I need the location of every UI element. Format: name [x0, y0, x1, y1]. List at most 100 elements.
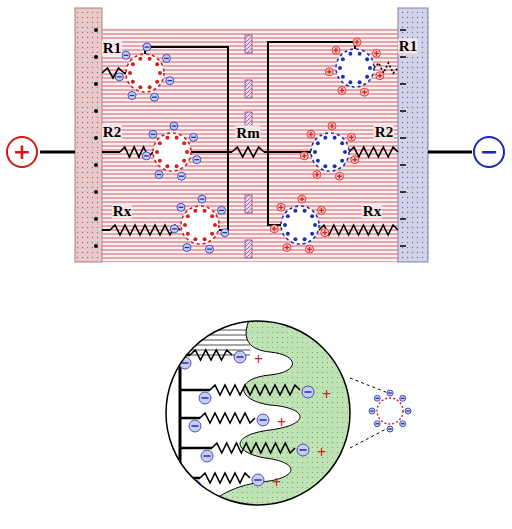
ion	[405, 408, 411, 414]
ion	[193, 156, 201, 164]
surface-charge	[128, 71, 132, 75]
ion	[177, 172, 185, 180]
surface-charge	[286, 214, 290, 218]
surface-charge	[323, 136, 327, 140]
ion	[252, 474, 264, 486]
ion	[313, 171, 321, 179]
surface-charge	[293, 209, 297, 213]
ion	[177, 203, 185, 211]
terminal-sign: +	[13, 141, 31, 163]
surface-charge	[158, 141, 162, 145]
ion	[374, 421, 380, 427]
terminal-sign: −	[480, 141, 498, 163]
ion	[128, 92, 136, 100]
ion-sign	[356, 40, 357, 45]
ion-sign	[167, 80, 172, 81]
ion-sign	[310, 132, 311, 137]
surface-charge	[283, 223, 287, 227]
surface-charge	[348, 80, 352, 84]
ion	[387, 390, 393, 396]
surface-charge	[365, 75, 369, 79]
negative-electrode	[398, 8, 428, 262]
electrode-charge	[94, 163, 98, 167]
ion-sign	[191, 485, 198, 486]
pore	[181, 206, 219, 244]
zoom-circle	[166, 321, 350, 505]
surface-charge	[286, 232, 290, 236]
electrode-charge	[94, 217, 98, 221]
ion-sign	[309, 247, 310, 252]
surface-charge	[138, 85, 142, 89]
surface-charge	[155, 150, 159, 154]
leader-line	[350, 428, 388, 448]
ion-sign	[145, 46, 150, 47]
charge-sign: +	[317, 444, 326, 461]
ion-sign	[388, 428, 392, 429]
electrode-charge	[94, 55, 98, 59]
ion-sign	[324, 230, 325, 235]
surface-charge	[203, 237, 207, 241]
surface-charge	[210, 232, 214, 236]
wire	[180, 477, 200, 480]
surface-charge	[182, 141, 186, 145]
surface-charge	[333, 164, 337, 168]
ion	[189, 133, 197, 141]
ion-sign	[339, 174, 340, 179]
electrolyte-stripe	[190, 335, 250, 336]
ion	[189, 420, 201, 432]
ion-sign	[331, 124, 332, 129]
ion-sign	[370, 410, 374, 411]
ion	[183, 244, 191, 252]
ion-sign	[207, 249, 212, 250]
resistor-symbol	[349, 147, 398, 157]
electrode-charge	[94, 28, 98, 32]
ion	[321, 229, 329, 237]
resistor-symbol	[212, 443, 295, 453]
electrode-charge	[94, 109, 98, 113]
pore	[281, 206, 319, 244]
ion-sign	[152, 97, 157, 98]
ion	[332, 46, 340, 54]
ion-sign	[286, 245, 287, 250]
electrode-charge	[400, 164, 406, 166]
surface-charge	[213, 223, 217, 227]
ion	[307, 130, 315, 138]
surface-charge	[165, 136, 169, 140]
ion	[328, 122, 336, 130]
electrolyte	[100, 28, 398, 262]
ion	[143, 43, 151, 51]
surface-charge	[131, 62, 135, 66]
resistor-label: Rx	[362, 204, 382, 219]
ion-sign	[124, 55, 129, 56]
ion-sign	[304, 391, 311, 392]
surface-charge	[175, 136, 179, 140]
pore	[377, 398, 403, 424]
electrode-charge	[94, 136, 98, 140]
ion-sign	[185, 247, 190, 248]
ion-sign	[301, 197, 302, 202]
separator	[245, 35, 252, 53]
separator	[245, 195, 252, 213]
ion	[369, 408, 375, 414]
ion-sign	[151, 134, 156, 135]
surface-charge	[316, 141, 320, 145]
separator	[245, 240, 252, 258]
ion-sign	[379, 73, 380, 78]
surface-charge	[348, 52, 352, 56]
surface-charge	[155, 62, 159, 66]
ion-sign	[401, 423, 405, 424]
resistor-symbol	[319, 225, 398, 235]
ion-sign	[181, 362, 188, 363]
surface-charge	[368, 66, 372, 70]
surface-charge	[323, 164, 327, 168]
ion-sign	[280, 205, 281, 210]
surface-charge	[175, 164, 179, 168]
ion-sign	[117, 76, 122, 77]
ion-sign	[259, 419, 266, 420]
terminal: +	[6, 136, 38, 168]
surface-charge	[358, 80, 362, 84]
surface-charge	[193, 237, 197, 241]
surface-charge	[182, 159, 186, 163]
ion	[387, 426, 393, 432]
